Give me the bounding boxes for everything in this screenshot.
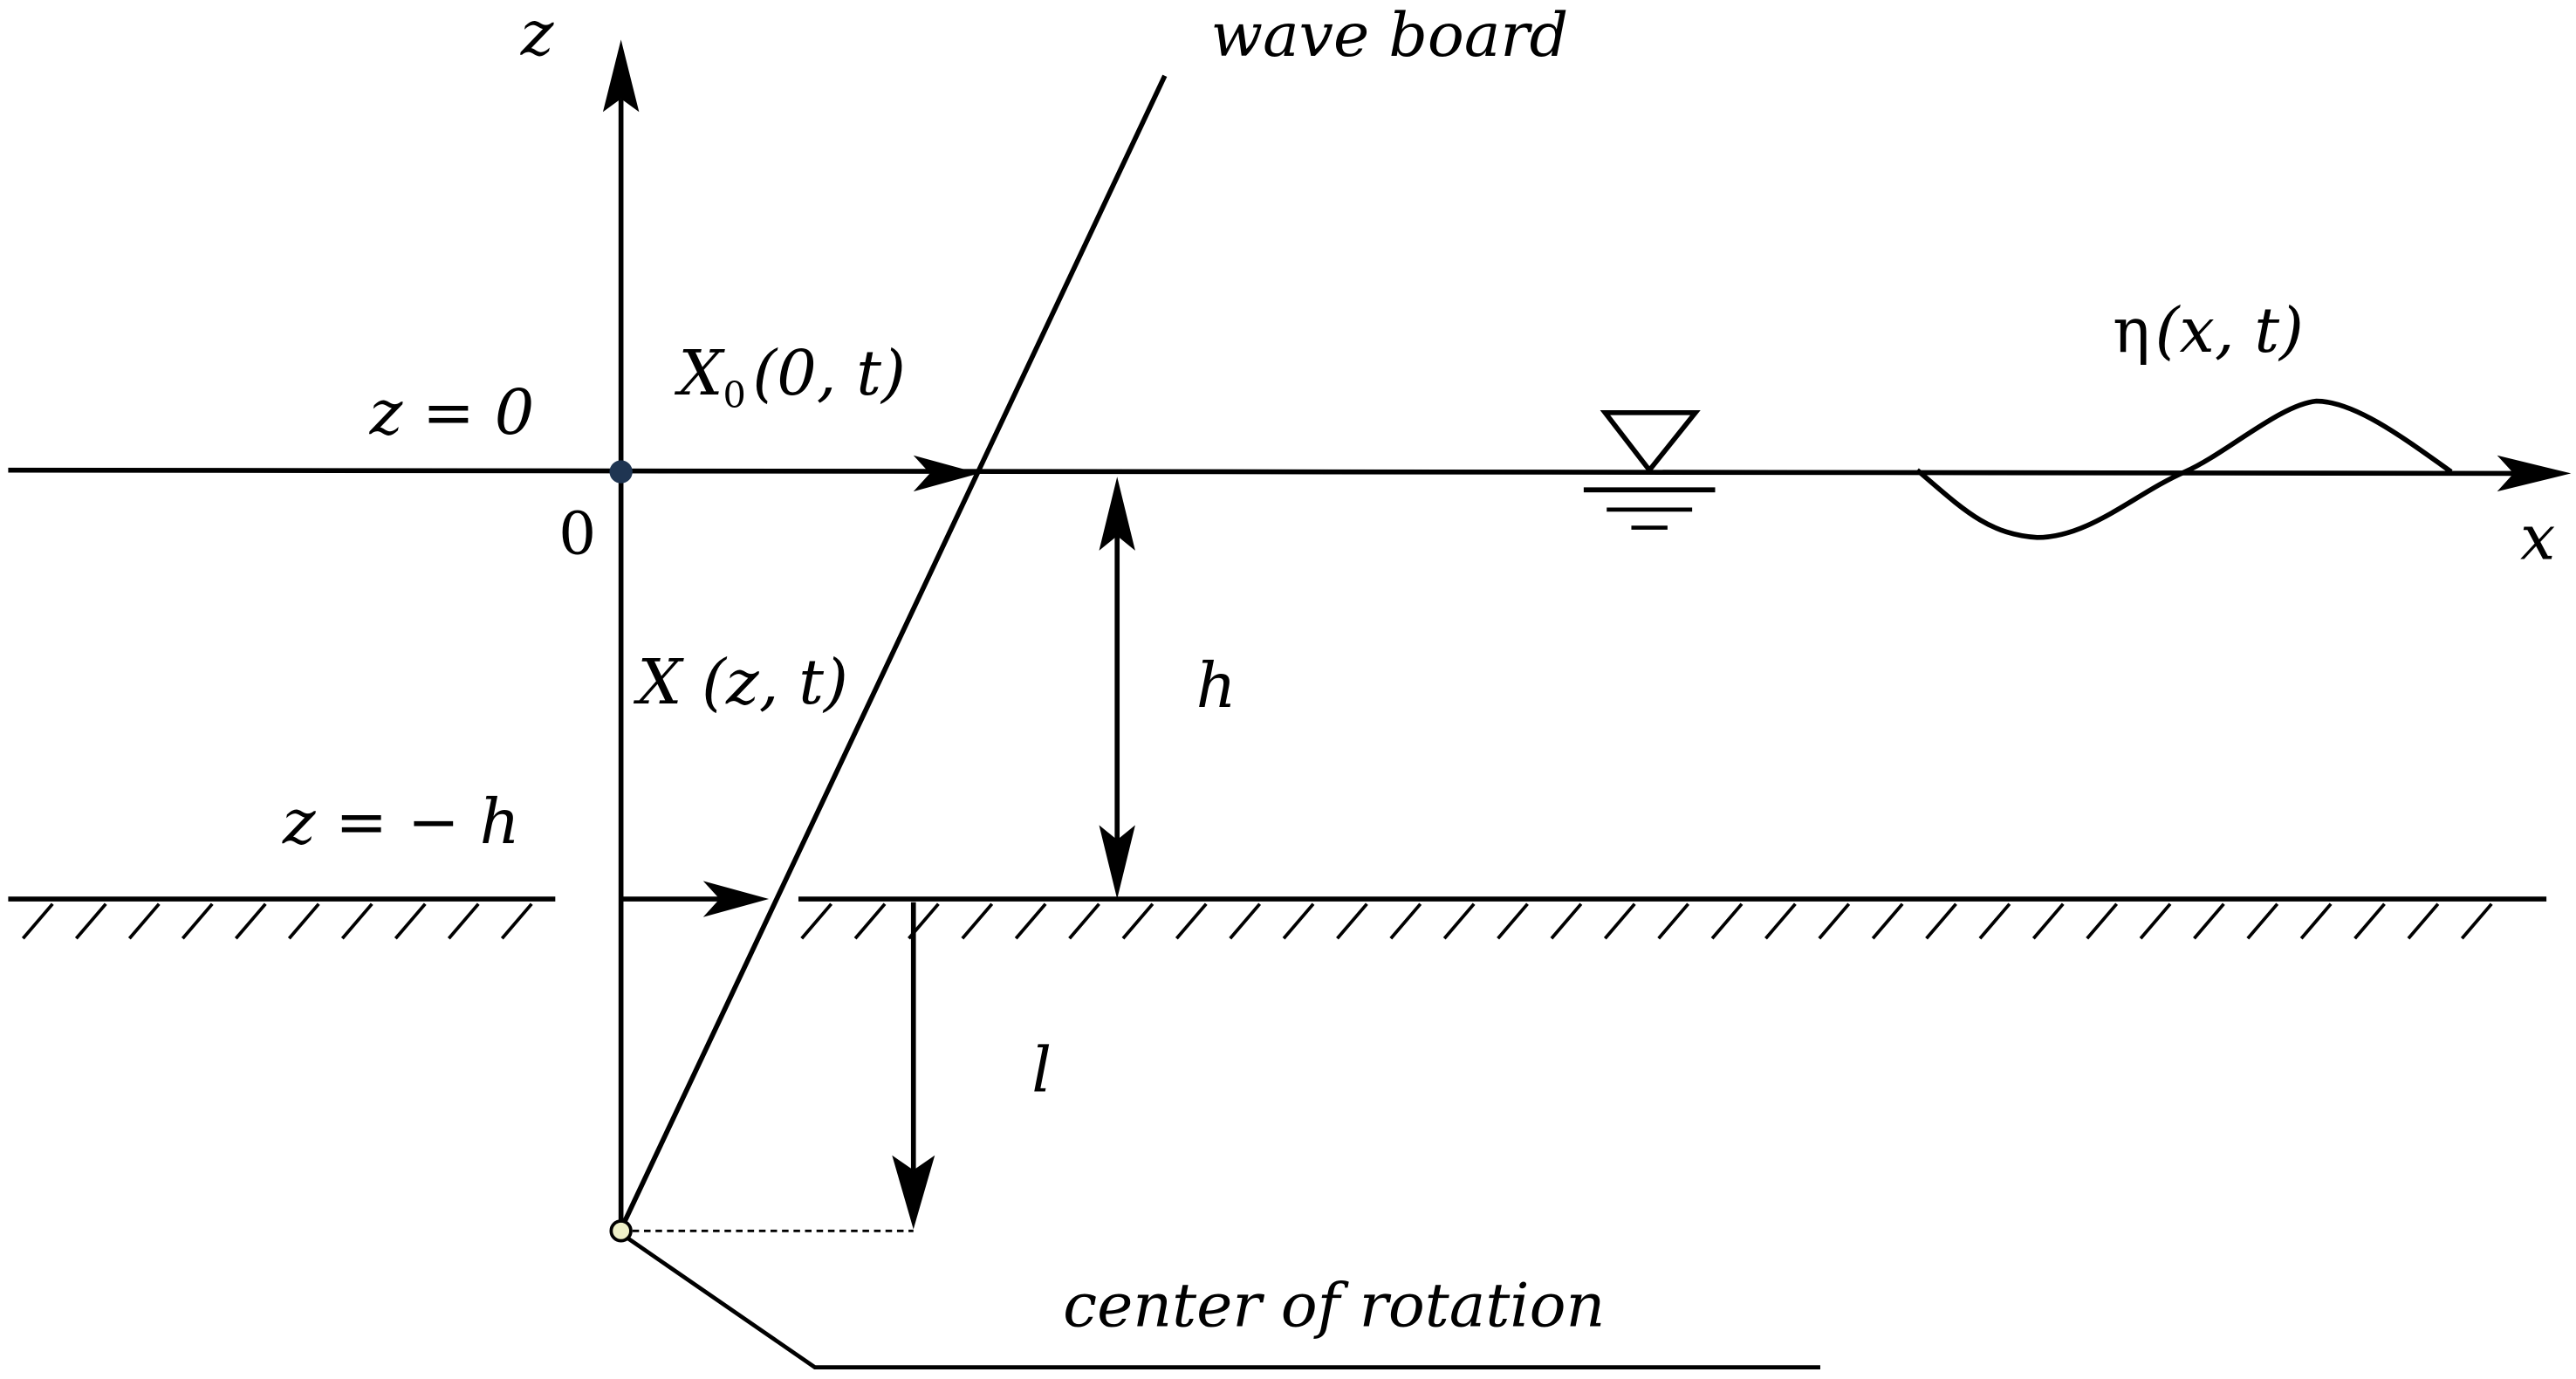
depth-h-label: h <box>1196 649 1237 722</box>
hatch-tick <box>1497 902 1529 940</box>
origin-dot <box>609 460 633 484</box>
hatch-tick <box>2031 902 2065 940</box>
hatch-tick <box>447 902 480 940</box>
hatch-tick <box>1389 902 1422 940</box>
pivot-point <box>609 1219 633 1243</box>
hatch-tick <box>1442 902 1476 940</box>
hatch-tick <box>1925 902 1957 940</box>
hatch-tick <box>1336 902 1368 940</box>
z-minus-h-label: z = − h <box>282 786 520 858</box>
wave-board-label: wave board <box>1211 0 1569 71</box>
hatch-tick <box>2246 902 2279 940</box>
origin-label: 0 <box>558 499 596 568</box>
hatch-tick <box>2353 902 2386 940</box>
z-axis-label: z <box>520 0 555 69</box>
hatch-tick <box>1550 902 1583 940</box>
eta-arguments: (x, t) <box>2155 294 2304 367</box>
hatch-tick <box>1068 902 1100 940</box>
hatch-tick <box>1229 902 1262 940</box>
hatch-tick <box>234 902 267 940</box>
hatch-tick <box>500 902 533 940</box>
hatch-tick <box>2460 902 2493 940</box>
hatch-tick <box>74 902 107 940</box>
hatch-tick <box>1121 902 1154 940</box>
center-of-rotation-label: center of rotation <box>1063 1271 1605 1341</box>
x0-subscript: 0 <box>723 374 745 416</box>
hatch-tick <box>2407 902 2440 940</box>
center-of-rotation-leader <box>623 1234 1820 1369</box>
x-axis <box>8 455 2572 492</box>
hatch-tick <box>1710 902 1744 940</box>
bottom-displacement-arrow <box>620 881 770 917</box>
hatch-tick <box>1175 902 1208 940</box>
hatch-tick <box>1978 902 2011 940</box>
hatch-tick <box>181 902 214 940</box>
water-level-triangle-icon <box>1583 409 1716 530</box>
x-axis-label: x <box>2520 501 2555 573</box>
hatched-ground-icon <box>21 902 533 940</box>
x0-displacement-arrow <box>913 455 980 492</box>
wave-board-line <box>619 74 1168 1231</box>
hatch-tick <box>340 902 373 940</box>
hatch-tick <box>127 902 161 940</box>
z-zero-label: z = 0 <box>369 376 535 449</box>
seabed <box>8 896 2547 940</box>
wave-profile <box>1915 398 2453 540</box>
hatch-tick <box>961 902 994 940</box>
hatch-tick <box>1657 902 1690 940</box>
hatch-tick <box>2299 902 2333 940</box>
x-axis-arrowhead <box>2497 455 2572 492</box>
hatch-tick <box>2139 902 2172 940</box>
hatch-tick <box>394 902 427 940</box>
hatch-tick <box>1282 902 1315 940</box>
hatch-tick <box>2086 902 2119 940</box>
eta-label: η(x, t) <box>2113 294 2304 367</box>
distance-l-arrow <box>892 902 935 1230</box>
hatch-tick <box>1818 902 1851 940</box>
z-axis-arrowhead <box>602 39 640 113</box>
x-of-z-label: X (z, t) <box>633 646 847 718</box>
hatch-tick <box>2193 902 2225 940</box>
hatch-tick <box>1603 902 1636 940</box>
depth-h-arrow <box>1099 477 1135 900</box>
hatch-tick <box>287 902 320 940</box>
hatch-tick <box>853 902 887 940</box>
hatch-tick <box>1014 902 1047 940</box>
distance-l-label: l <box>1031 1033 1052 1106</box>
z-axis <box>602 39 640 1230</box>
hatch-tick <box>1871 902 1904 940</box>
hatch-tick <box>1764 902 1797 940</box>
hatch-tick <box>21 902 54 940</box>
hatch-tick <box>800 902 833 940</box>
x0-symbol: X <box>675 337 726 409</box>
hatched-ground-icon <box>800 902 2493 940</box>
eta-symbol: η <box>2113 294 2150 367</box>
x0-label: X0(0, t) <box>675 337 906 416</box>
x0-arguments: (0, t) <box>752 337 906 409</box>
